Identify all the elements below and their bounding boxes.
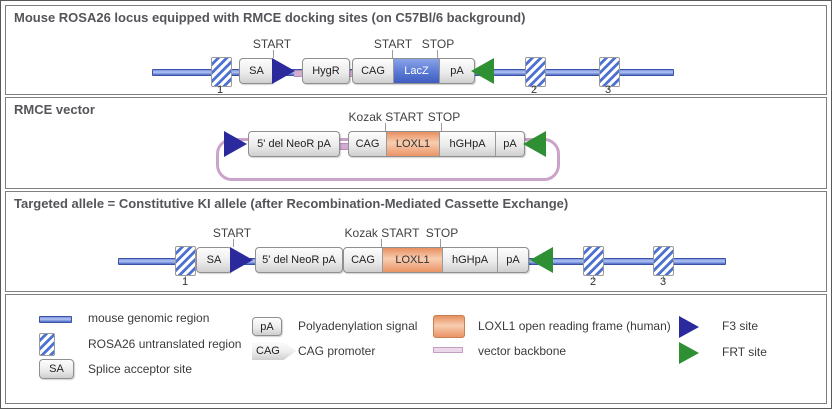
f3-site-icon [224, 131, 247, 157]
panel-rosa26-locus: Mouse ROSA26 locus equipped with RMCE do… [5, 5, 827, 96]
kozak-start-label: Kozak START [348, 110, 424, 124]
legend-loxl1-label: LOXL1 open reading frame (human) [478, 319, 671, 333]
neor-box: 5' del NeoR pA [248, 131, 340, 157]
exon-tick [663, 276, 664, 280]
stop-label: STOP [421, 37, 455, 51]
exon2-utr [525, 57, 546, 87]
panel1-title: Mouse ROSA26 locus equipped with RMCE do… [14, 10, 526, 25]
pa-segment: pA [497, 248, 528, 272]
stop-label: STOP [427, 110, 461, 124]
exon2-number: 2 [530, 84, 538, 96]
sa-box: SA [239, 58, 274, 84]
neor-box: 5' del NeoR pA [255, 247, 343, 273]
start-label: START [373, 37, 413, 51]
frt-site-icon [523, 131, 546, 157]
exon-tick [220, 86, 221, 90]
exon3-utr [599, 57, 620, 87]
loxl1-segment: LOXL1 [386, 132, 439, 156]
vector-stub [340, 143, 350, 150]
legend-cag-label: CAG promoter [298, 344, 376, 358]
exon1-utr [175, 246, 196, 276]
legend-pa-label: Polyadenylation signal [298, 319, 418, 333]
hghpa-segment: hGHpA [442, 248, 497, 272]
frt-site-icon [471, 58, 494, 84]
pa-segment: pA [495, 132, 524, 156]
panel-targeted-allele: Targeted allele = Constitutive KI allele… [5, 191, 827, 292]
loxl1-segment: LOXL1 [382, 248, 442, 272]
exon3-utr [653, 246, 674, 276]
exon-tick [185, 276, 186, 280]
panel3-title: Targeted allele = Constitutive KI allele… [14, 196, 569, 211]
panel2-title: RMCE vector [14, 102, 95, 117]
vector-stub [344, 70, 356, 77]
exon-tick [608, 86, 609, 90]
legend-genomic-label: mouse genomic region [88, 311, 210, 325]
exchange-cassette: CAG LOXL1 hGHpA pA [348, 131, 525, 157]
stop-tick [437, 50, 438, 58]
legend-utr-label: ROSA26 untranslated region [88, 337, 242, 351]
exon1-number: 1 [216, 84, 224, 96]
cag-segment: CAG [355, 138, 380, 150]
hghpa-segment: hGHpA [439, 132, 495, 156]
start-label: START [252, 37, 292, 51]
vector-stub [294, 70, 306, 77]
cag-segment: CAG [351, 254, 375, 266]
sa-box: SA [196, 247, 232, 273]
exon-tick [534, 86, 535, 90]
exon-tick [593, 276, 594, 280]
hygr-box: HygR [302, 58, 350, 84]
exon3-number: 3 [659, 276, 667, 288]
f3-site-icon [679, 316, 699, 338]
legend-frt-label: FRT site [722, 345, 767, 359]
start-tick [273, 50, 274, 58]
kozak-start-label: Kozak START [344, 226, 420, 240]
exon2-utr [583, 246, 604, 276]
stop-label: STOP [425, 226, 459, 240]
pa-segment: pA [439, 59, 474, 83]
exon2-number: 2 [589, 276, 597, 288]
cag-swatch: CAG [252, 342, 296, 360]
start-label: START [212, 226, 252, 240]
f3-site-icon [230, 247, 253, 273]
legend-sa-label: Splice acceptor site [88, 362, 193, 376]
exon1-number: 1 [181, 276, 189, 288]
frt-site-icon [530, 247, 553, 273]
legend-backbone-label: vector backbone [478, 344, 567, 358]
stop-tick [441, 123, 442, 131]
stop-tick [440, 239, 441, 247]
sa-swatch: SA [39, 359, 74, 379]
docking-cassette: CAG LacZ pA [352, 58, 475, 84]
loxl1-swatch [433, 315, 465, 338]
utr-swatch [39, 333, 55, 356]
start-tick [233, 239, 234, 247]
frt-site-icon [679, 342, 699, 364]
f3-site-icon [272, 58, 295, 84]
start-tick [381, 239, 382, 247]
start-tick [385, 123, 386, 131]
lacz-segment: LacZ [393, 59, 439, 83]
cag-segment: CAG [361, 65, 385, 77]
legend-f3-label: F3 site [722, 319, 759, 333]
panel-rmce-vector: RMCE vector Kozak START STOP 5' del NeoR… [5, 97, 827, 189]
pa-swatch: pA [252, 317, 282, 336]
exon3-number: 3 [604, 84, 612, 96]
backbone-swatch [433, 347, 463, 353]
genomic-line-swatch [39, 316, 72, 323]
knockin-cassette: CAG LOXL1 hGHpA pA [343, 247, 529, 273]
legend-panel: mouse genomic region ROSA26 untranslated… [5, 294, 827, 404]
exon1-utr [211, 57, 232, 87]
start-tick [392, 50, 393, 58]
